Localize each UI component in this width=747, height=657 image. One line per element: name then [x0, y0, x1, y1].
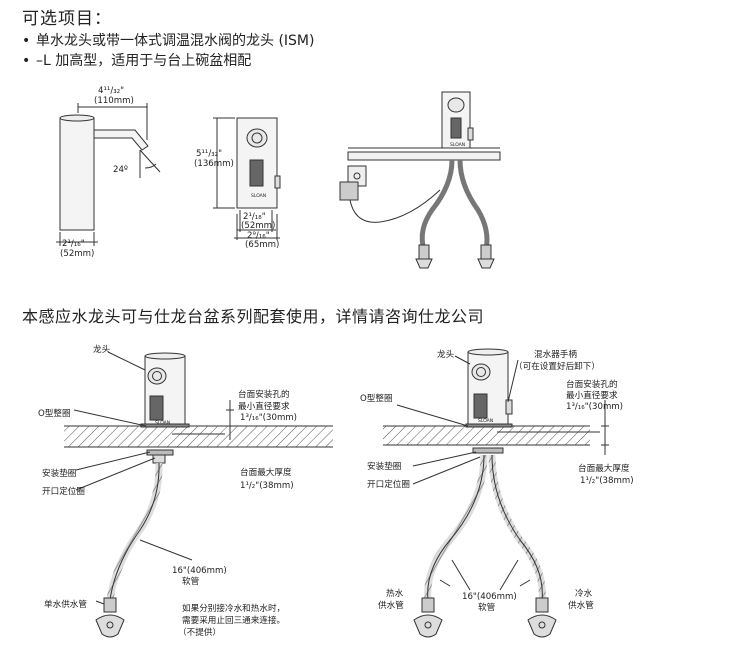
left-hole-dim: 1³/₁₆"(30mm)	[240, 413, 297, 423]
options-title: 可选项目：	[22, 9, 112, 29]
right-cold-label-2: 供水管	[568, 599, 594, 611]
right-hot-label-2: 供水管	[378, 599, 404, 611]
left-faucet-label: 龙头	[93, 343, 111, 355]
inner-mm: (52mm)	[241, 221, 275, 231]
spout-reach-mm: (110mm)	[94, 96, 134, 106]
right-hole-label-2: 最小直径要求	[566, 389, 618, 401]
base-dia-mm: (52mm)	[60, 249, 94, 259]
left-note-3: （不提供）	[178, 626, 221, 638]
right-gasket-label: 安装垫圈	[367, 460, 401, 472]
left-hole-label-1: 台面安装孔的	[238, 388, 290, 400]
left-gasket-label: 安装垫圈	[42, 467, 76, 479]
left-note-2: 需要采用止回三通来连接。	[182, 614, 285, 626]
right-install-drawing	[383, 348, 609, 638]
left-install-drawing	[64, 351, 333, 638]
left-brand: SLOAN	[155, 420, 170, 426]
left-thick-label: 台面最大厚度	[240, 466, 292, 478]
left-hose-dim: 16"(406mm)	[172, 566, 227, 576]
spout-reach-in: 4¹¹/₃₂"	[98, 86, 124, 96]
right-mixer-label-1: 混水器手柄	[534, 348, 577, 360]
front-brand: SLOAN	[251, 193, 266, 199]
right-locator-label: 开口定位圈	[367, 478, 410, 490]
height-in: 5¹¹/₃₂"	[196, 149, 222, 159]
right-faucet-label: 龙头	[437, 348, 455, 360]
option-bullet-ism-text: 单水龙头或带一体式调温混水阀的龙头 (ISM)	[36, 33, 315, 49]
right-hose-label: 软管	[478, 601, 496, 613]
right-hot-label-1: 热水	[386, 587, 404, 599]
right-mixer-label-2: （可在设置好后卸下）	[514, 360, 600, 372]
install-brand: SLOAN	[450, 142, 465, 148]
spout-angle: 24º	[113, 165, 128, 175]
right-thick-dim: 1¹/₂"(38mm)	[580, 476, 634, 486]
right-brand: SLOAN	[478, 418, 493, 424]
front-view-drawing	[213, 117, 281, 240]
height-mm: (136mm)	[194, 159, 234, 169]
right-cold-label-1: 冷水	[575, 587, 593, 599]
option-bullet-l: • –L 加高型，适用于与台上碗盆相配	[22, 50, 251, 70]
outer-mm: (65mm)	[245, 240, 279, 250]
left-oring-label: O型整圈	[38, 407, 71, 419]
left-locator-label: 开口定位圈	[42, 485, 85, 497]
option-bullet-ism: • 单水龙头或带一体式调温混水阀的龙头 (ISM)	[22, 30, 314, 50]
left-supply-label: 单水供水管	[44, 598, 87, 610]
right-hole-dim: 1³/₁₆"(30mm)	[566, 402, 623, 412]
base-dia-in: 2¹/₁₆"	[62, 239, 85, 249]
inner-in: 2¹/₁₈"	[243, 212, 266, 222]
bullet-dot: •	[22, 53, 31, 69]
right-oring-label: O型整圈	[360, 392, 393, 404]
left-hole-label-2: 最小直径要求	[238, 400, 290, 412]
right-thick-label: 台面最大厚度	[578, 462, 630, 474]
option-bullet-l-text: –L 加高型，适用于与台上碗盆相配	[36, 53, 252, 69]
section-title: 本感应水龙头可与仕龙台盆系列配套使用，详情请咨询仕龙公司	[22, 307, 485, 326]
left-note-1: 如果分别接冷水和热水时，	[182, 602, 285, 614]
right-hole-label-1: 台面安装孔的	[566, 378, 618, 390]
left-thick-dim: 1¹/₂"(38mm)	[240, 481, 294, 491]
outer-in: 2⁹/₁₆"	[247, 231, 270, 241]
side-view-drawing	[56, 103, 161, 246]
left-hose-label: 软管	[182, 575, 200, 587]
right-hose-dim: 16"(406mm)	[462, 592, 517, 602]
install-view-drawing	[339, 91, 501, 269]
bullet-dot: •	[22, 33, 31, 49]
